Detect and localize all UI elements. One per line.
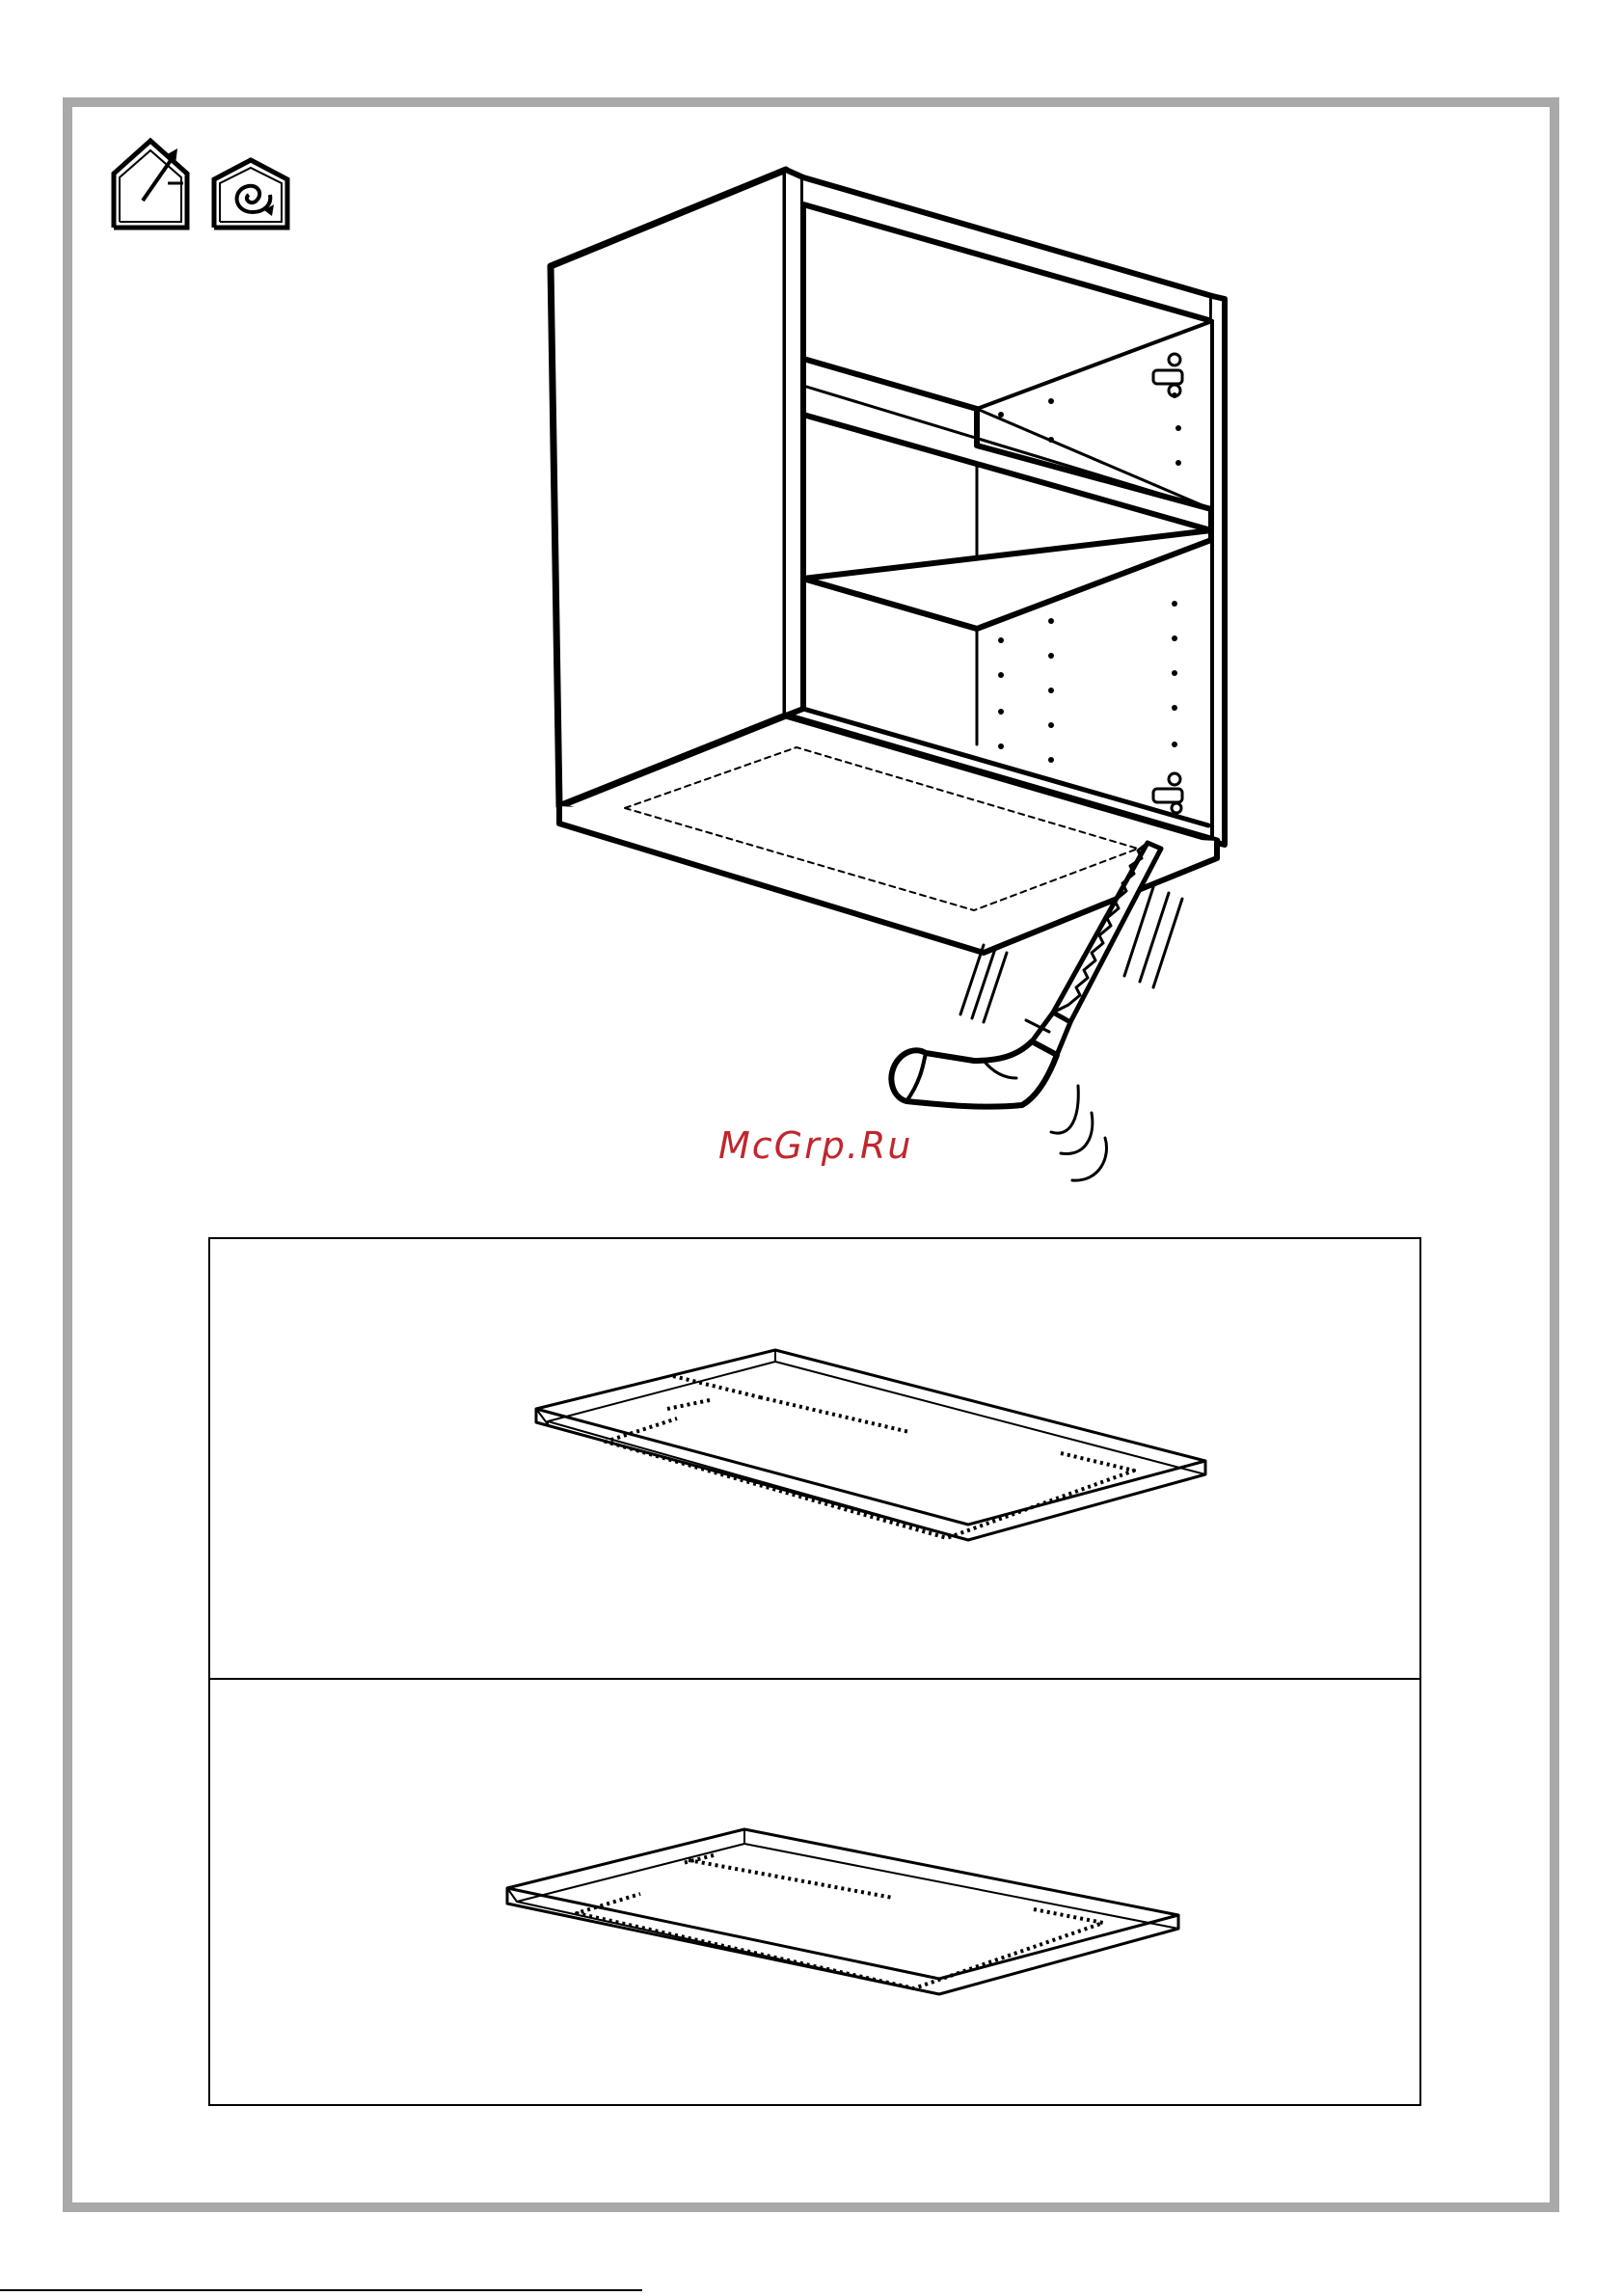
illustration-panel-2 xyxy=(208,1678,1421,2106)
cabinet-top-panel xyxy=(803,177,1212,321)
shelf-illustration-small xyxy=(210,1680,1419,2104)
shelf-illustration-large xyxy=(210,1239,1419,1680)
watermark-text: McGrp.Ru xyxy=(718,1124,912,1167)
hinge-top xyxy=(1153,354,1182,396)
upper-shelf xyxy=(803,359,1211,530)
lower-shelf xyxy=(803,530,1211,629)
illustration-panel-1 xyxy=(208,1237,1421,1682)
hinge-bottom xyxy=(1153,773,1182,813)
cabinet-side-panel xyxy=(551,170,786,806)
ventilation-house-icon xyxy=(110,137,197,231)
circulation-house-icon xyxy=(210,156,291,231)
cabinet-illustration xyxy=(521,154,1254,1196)
footer-rule xyxy=(0,2289,642,2291)
